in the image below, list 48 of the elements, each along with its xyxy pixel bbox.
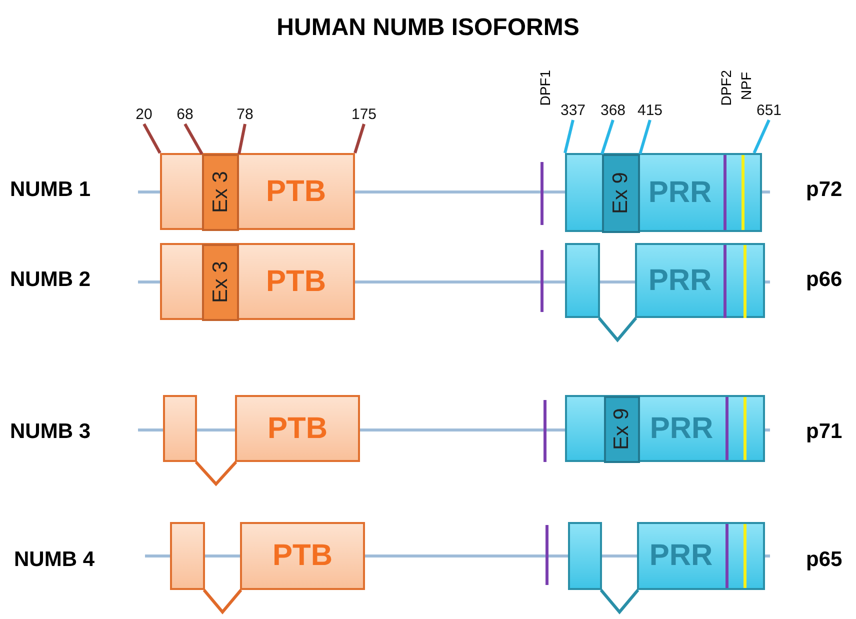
- exon-box: Ex 9: [604, 396, 640, 463]
- isoform-mass-label: NUMB 3: [10, 420, 91, 444]
- domain-box: PRR: [635, 243, 765, 318]
- isoform-mass-label: NUMB 2: [10, 268, 91, 292]
- leader-line: [600, 120, 614, 154]
- position-number: 78: [232, 104, 258, 124]
- position-number: 175: [347, 104, 381, 124]
- exon-box: Ex 3: [202, 154, 239, 231]
- position-number: 20: [131, 104, 157, 124]
- exon-box: Ex 3: [202, 244, 239, 321]
- exon-box: [163, 395, 197, 462]
- position-number: 651: [752, 100, 786, 120]
- motif-label: DPF1: [537, 70, 553, 106]
- isoform-mass-label: NUMB 4: [14, 548, 95, 572]
- domain-box: PRR Ex 9: [565, 153, 762, 232]
- position-number: 415: [633, 100, 667, 120]
- leader-line: [142, 123, 162, 154]
- domain-box: PTB Ex 3: [160, 153, 355, 230]
- leader-line: [184, 123, 204, 155]
- domain-box: PRR: [637, 522, 765, 590]
- domain-box: PRR Ex 9: [565, 395, 765, 462]
- isoform-mass-label: NUMB 1: [10, 178, 91, 202]
- domain-box: PTB: [240, 522, 365, 590]
- leader-line: [354, 124, 366, 154]
- exon-box: [568, 522, 602, 590]
- domain-box: PTB: [235, 395, 360, 462]
- exon-box: [565, 243, 600, 318]
- exon-box: [170, 522, 205, 590]
- position-number: 68: [172, 104, 198, 124]
- position-number: 337: [556, 100, 590, 120]
- isoform-label: p72: [806, 178, 842, 202]
- splice-line: [202, 589, 242, 614]
- splice-line: [598, 317, 638, 342]
- motif-label: NPF: [738, 72, 754, 100]
- domain-box: PTB Ex 3: [160, 243, 355, 320]
- motif-label: DPF2: [718, 70, 734, 106]
- leader-line: [238, 124, 246, 154]
- isoform-label: p71: [806, 420, 842, 444]
- diagram-title: HUMAN NUMB ISOFORMS: [276, 14, 580, 42]
- leader-line: [564, 120, 574, 154]
- splice-line: [194, 461, 238, 486]
- leader-line: [752, 119, 770, 154]
- isoform-label: p65: [806, 548, 842, 572]
- position-number: 368: [596, 100, 630, 120]
- exon-box: Ex 9: [602, 154, 640, 233]
- leader-line: [638, 120, 652, 154]
- splice-line: [600, 589, 640, 614]
- isoform-label: p66: [806, 268, 842, 292]
